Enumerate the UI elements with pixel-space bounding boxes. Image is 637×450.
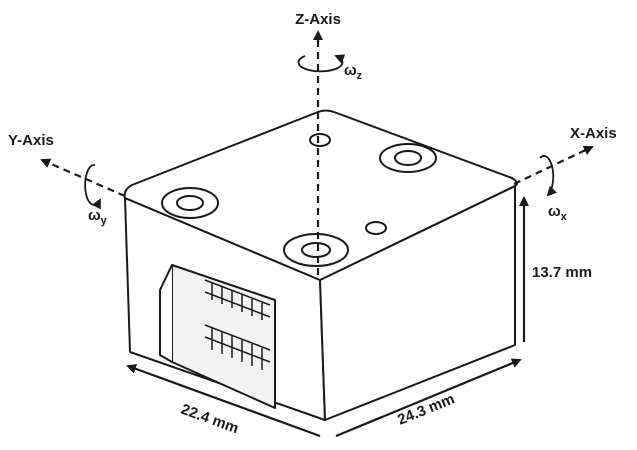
mounting-hole (379, 143, 437, 173)
z-rotation-label: ωz (344, 62, 363, 82)
width-dimension-arrow (335, 358, 522, 438)
alignment-hole (309, 133, 331, 147)
x-axis-label: X-Axis (570, 125, 617, 142)
width-dimension-label: 24.3 mm (395, 390, 457, 428)
depth-dimension-arrow (126, 364, 321, 438)
x-rotation-label: ωx (548, 203, 568, 223)
mounting-hole (161, 187, 219, 219)
x-axis-line (513, 145, 594, 185)
mounting-hole (283, 233, 349, 267)
z-axis-label: Z-Axis (295, 11, 341, 28)
z-rotation-arrow-icon (297, 54, 346, 73)
y-rotation-label: ωy (88, 207, 108, 227)
x-rotation-arrow-icon (539, 155, 558, 197)
y-axis-line (40, 158, 126, 198)
height-dimension-label: 13.7 mm (532, 264, 592, 281)
alignment-hole (365, 221, 387, 235)
connector (159, 264, 276, 409)
y-axis-label: Y-Axis (8, 132, 54, 149)
depth-dimension-label: 22.4 mm (179, 401, 241, 438)
y-rotation-arrow-icon (84, 164, 101, 210)
